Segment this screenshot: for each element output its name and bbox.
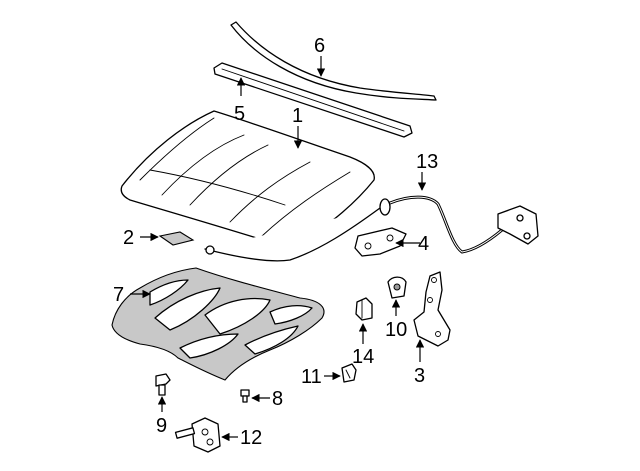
callout-labels: 6 5 1 2 13 4 7 10 14 3 11 9 8 12 xyxy=(113,35,438,449)
callout-3: 3 xyxy=(414,365,425,387)
callout-11: 11 xyxy=(301,366,322,388)
part-2-pad xyxy=(158,231,195,246)
part-4-bracket xyxy=(354,227,407,257)
callout-10: 10 xyxy=(385,319,407,341)
part-14-clip xyxy=(355,297,373,321)
callout-9: 9 xyxy=(156,415,167,437)
callout-13: 13 xyxy=(416,151,438,173)
callout-12: 12 xyxy=(240,427,262,449)
callout-4: 4 xyxy=(418,233,429,255)
callout-6: 6 xyxy=(314,35,325,57)
callout-7: 7 xyxy=(113,284,124,306)
part-13-release-cable xyxy=(379,195,539,254)
part-12-latch xyxy=(174,417,221,453)
callout-14: 14 xyxy=(352,346,374,368)
part-5-seal-strip xyxy=(213,62,413,138)
callout-8: 8 xyxy=(272,388,283,410)
leader-lines xyxy=(130,56,427,442)
hood-prop-rod xyxy=(204,207,381,262)
part-3-hinge xyxy=(413,271,451,347)
callout-1: 1 xyxy=(292,105,303,127)
part-8-bolt xyxy=(240,389,250,403)
part-7-insulator xyxy=(111,267,325,381)
part-9-bolt xyxy=(155,373,171,396)
part-6-weatherstrip xyxy=(230,21,437,101)
part-11-clip xyxy=(341,363,357,383)
part-10-bumper xyxy=(387,276,407,299)
callout-5: 5 xyxy=(234,103,245,125)
part-1-hood xyxy=(120,110,375,246)
callout-2: 2 xyxy=(123,227,134,249)
